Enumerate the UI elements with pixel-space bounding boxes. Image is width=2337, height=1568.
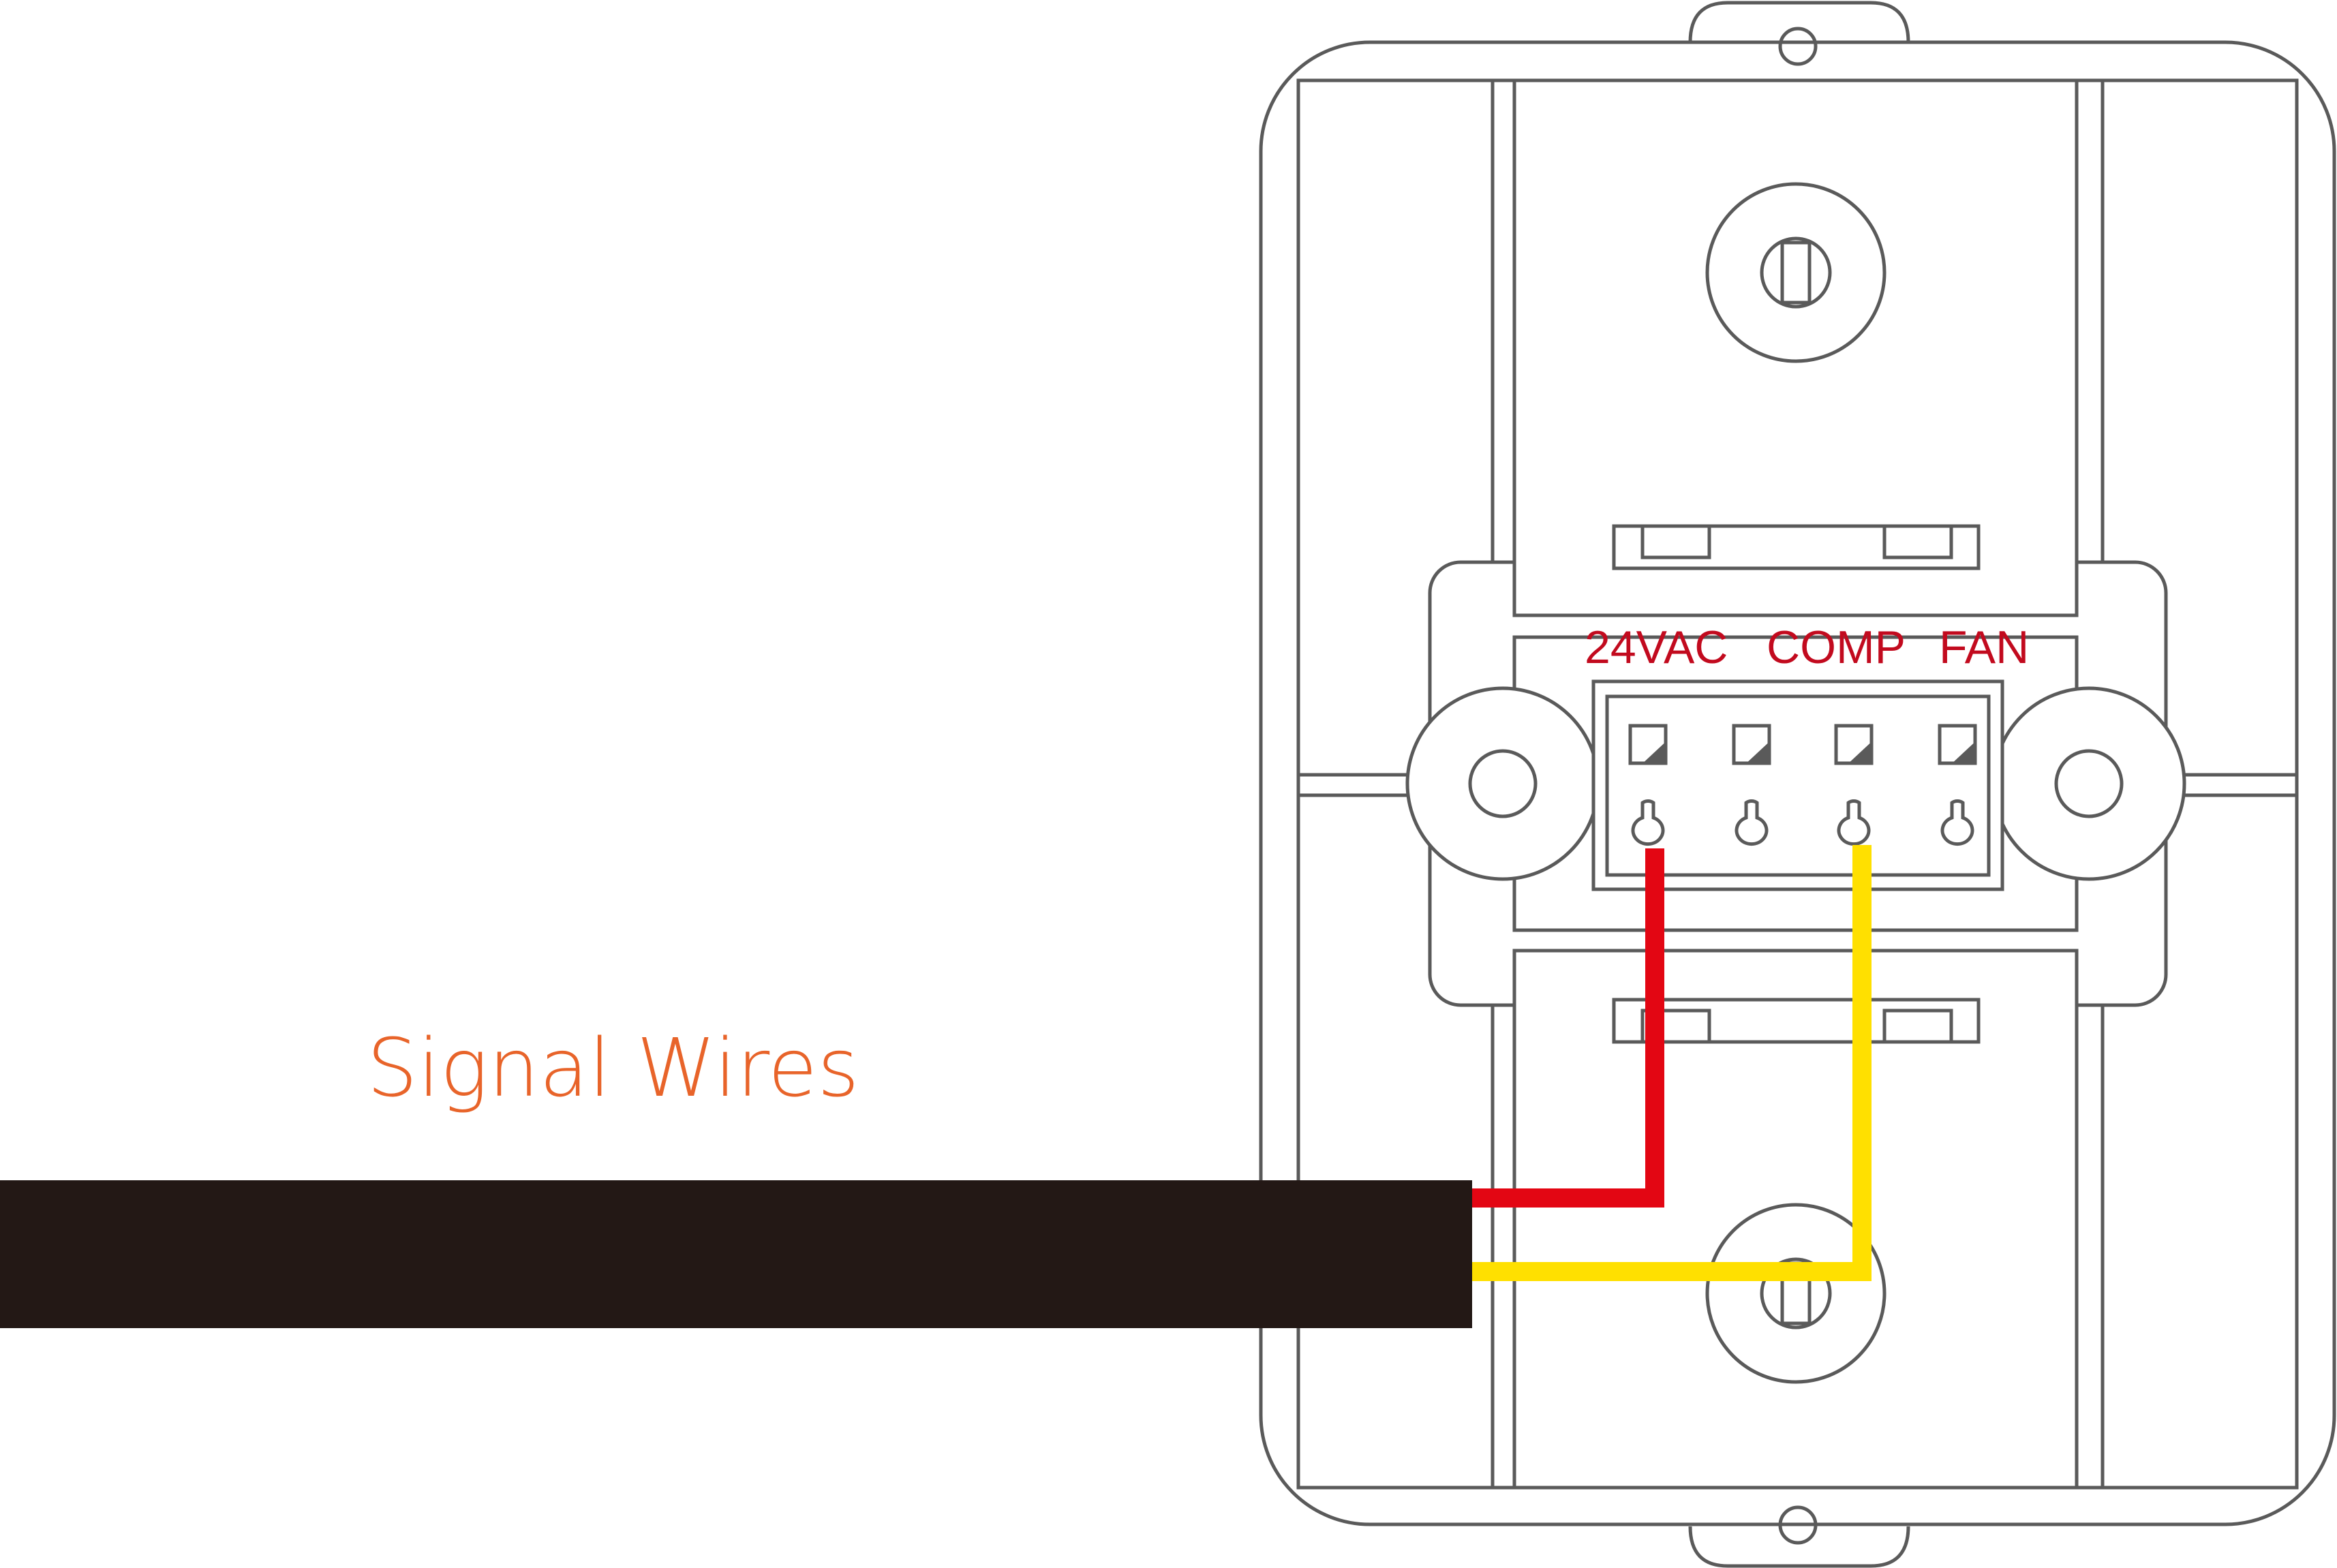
bottom-latch-tab-left (1640, 1009, 1711, 1044)
terminal-keyhole-2 (1735, 799, 1769, 846)
top-tab (1688, 1, 1910, 43)
bottom-panel (1512, 949, 2079, 1490)
top-tab-hole (1778, 27, 1818, 66)
left-mount-hole (1468, 749, 1538, 818)
bottom-screw-hole (1760, 1257, 1832, 1329)
top-screw-hole (1760, 236, 1832, 309)
top-screw-slot (1780, 241, 1812, 305)
terminal-keyhole-3 (1837, 799, 1871, 846)
terminal-keyhole-4 (1940, 799, 1974, 846)
signal-wires-label: Signal Wires (367, 1021, 859, 1115)
bottom-tab (1688, 1526, 1910, 1568)
thermostat-base (1259, 1, 2336, 1568)
bottom-screw-boss (1705, 1203, 1887, 1384)
right-mount-hole (2054, 749, 2124, 818)
base-outer-frame (1259, 40, 2336, 1526)
top-screw-boss (1705, 182, 1887, 363)
terminal-block-inner (1605, 694, 1991, 877)
terminal-square-mark-2 (1744, 740, 1771, 765)
left-mount-boss (1405, 686, 1600, 881)
right-mount-boss (1991, 686, 2186, 881)
terminal-square-mark-1 (1640, 740, 1668, 765)
terminal-label-comp: COMP (1767, 621, 1906, 673)
terminal-square-mark-4 (1950, 740, 1977, 765)
signal-cable (0, 1180, 1472, 1328)
terminal-square-mark-3 (1846, 740, 1874, 765)
top-panel (1512, 78, 2079, 617)
top-latch (1612, 524, 1981, 570)
terminal-screws (1628, 724, 1977, 846)
terminal-label-24vac: 24VAC (1585, 621, 1728, 673)
top-latch-tab-right (1882, 524, 1953, 559)
bottom-latch (1612, 998, 1981, 1044)
top-latch-tab-left (1640, 524, 1711, 559)
yellow-wire (1472, 845, 1872, 1281)
red-wire (1472, 848, 1664, 1208)
terminal-keyhole-1 (1631, 799, 1665, 846)
bottom-latch-tab-right (1882, 1009, 1953, 1044)
terminal-label-fan: FAN (1939, 621, 2029, 673)
